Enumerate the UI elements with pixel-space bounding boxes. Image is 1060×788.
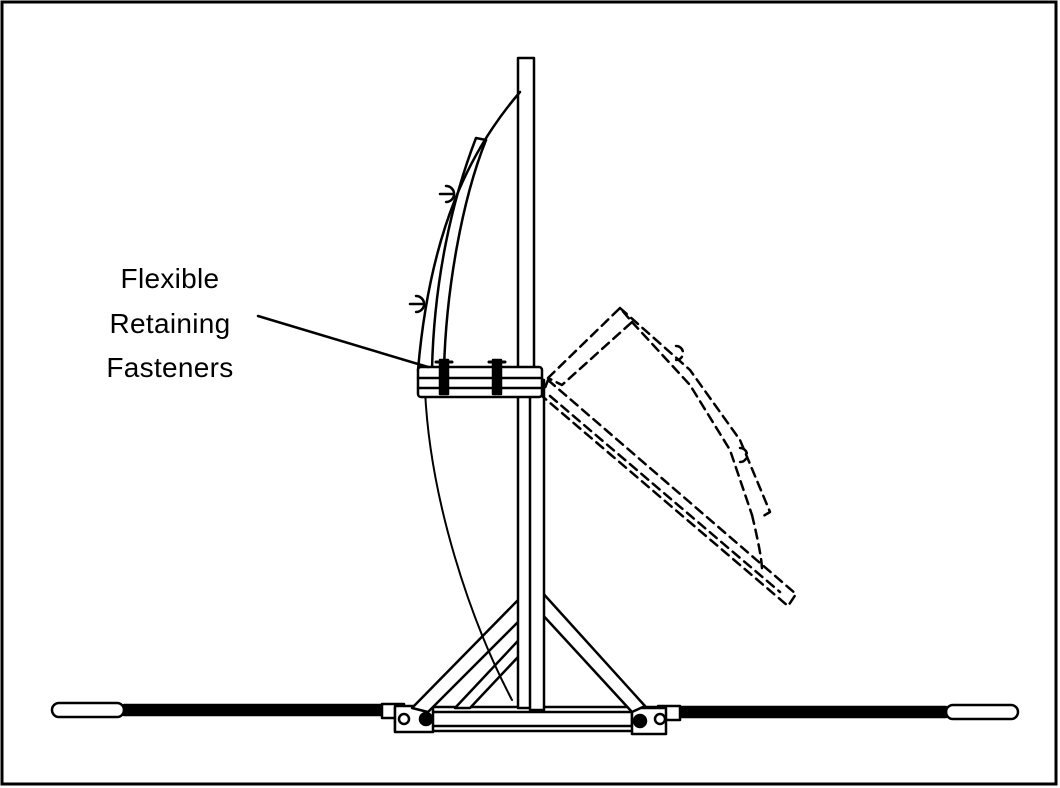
fastener-clamp-block bbox=[416, 358, 544, 399]
right-diagonal-brace bbox=[538, 588, 647, 714]
callout-leader-line bbox=[256, 314, 430, 369]
upright-curved-arm bbox=[408, 90, 522, 701]
left-base-rod bbox=[50, 701, 406, 720]
callout-label-line-3: Fasteners bbox=[106, 352, 234, 383]
callout-label-line-1: Flexible bbox=[120, 263, 220, 294]
folded-arm-dashed bbox=[540, 306, 798, 608]
right-base-rod bbox=[656, 703, 1020, 722]
callout-label-line-2: Retaining bbox=[109, 308, 231, 339]
left-diagonal-brace bbox=[410, 596, 536, 714]
